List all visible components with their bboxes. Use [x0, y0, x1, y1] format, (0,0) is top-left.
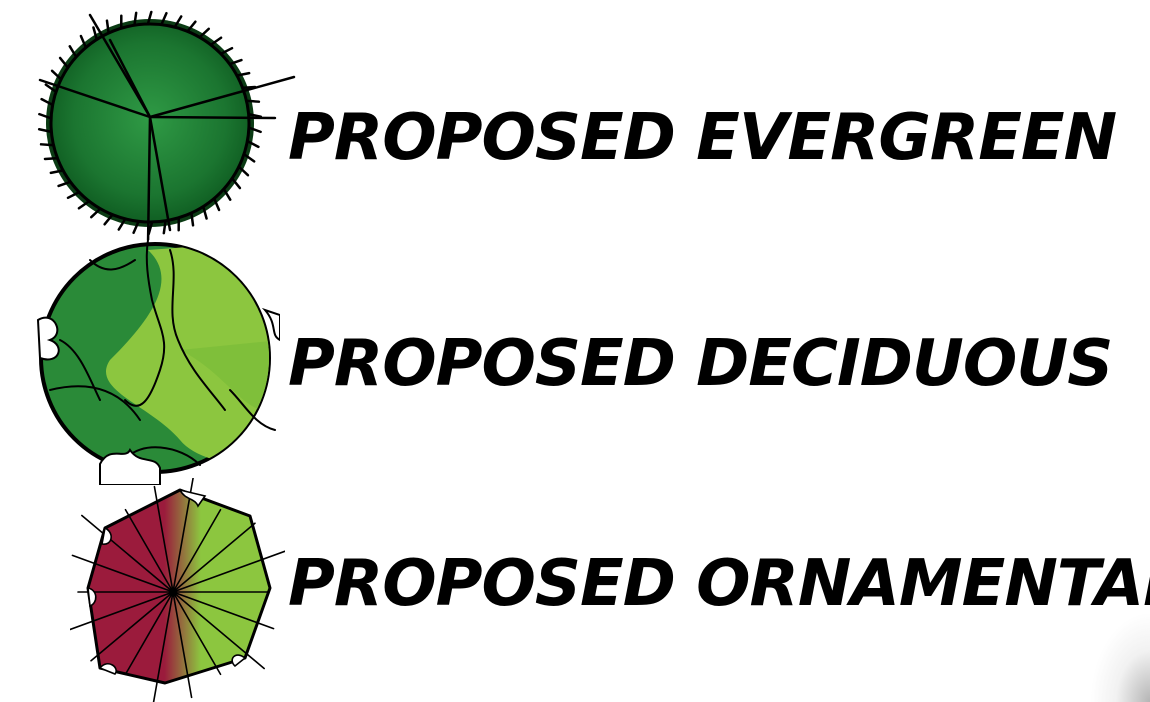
ornamental-tree-icon	[70, 478, 285, 702]
legend-label-deciduous: PROPOSED DECIDUOUS	[288, 327, 1113, 401]
legend-label-evergreen: PROPOSED EVERGREEN	[288, 101, 1117, 175]
legend-label-ornamental: PROPOSED ORNAMENTAL	[288, 547, 1150, 621]
deciduous-tree-icon	[36, 240, 280, 485]
corner-shadow	[1090, 612, 1150, 702]
legend-item-deciduous: PROPOSED DECIDUOUS	[0, 240, 1150, 485]
legend-item-evergreen: PROPOSED EVERGREEN	[0, 0, 1150, 240]
evergreen-tree-icon	[37, 10, 296, 240]
legend-item-ornamental: PROPOSED ORNAMENTAL	[0, 478, 1150, 702]
